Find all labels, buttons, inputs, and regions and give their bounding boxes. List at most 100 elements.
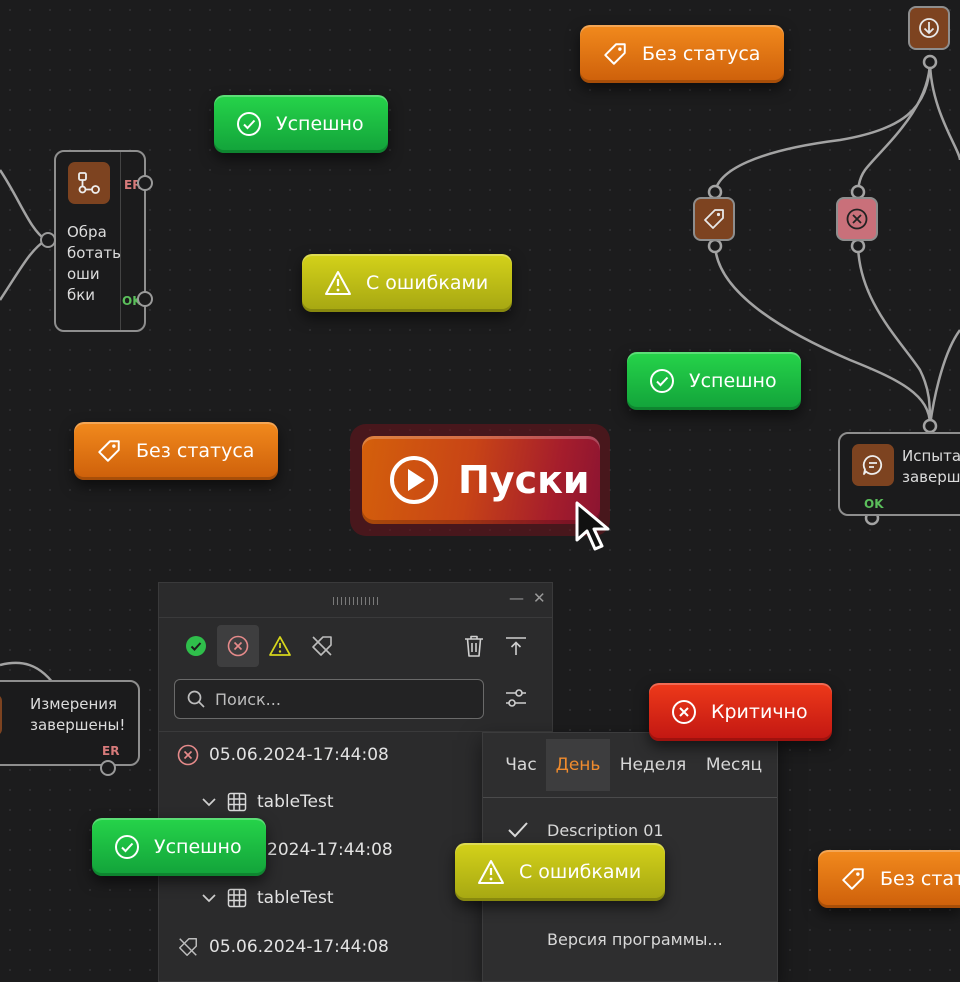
warning-icon [269,636,291,656]
log-row-label: tableTest [257,792,334,812]
no-status-tag-icon [312,636,332,656]
table-icon [227,792,247,812]
error-node[interactable] [836,197,878,241]
panel-divider [159,731,552,732]
log-row-label: 05.06.2024-17:44:08 [209,745,389,765]
chevron-down-icon[interactable] [201,796,217,808]
log-row-label: tableTest [257,888,334,908]
tab-day[interactable]: День [546,739,610,791]
critical-badge[interactable]: Критично [649,683,832,741]
run-button-label: Пуски [458,458,590,502]
filter-no-status-button[interactable] [301,625,343,667]
align-top-icon [506,637,526,655]
delete-button[interactable] [453,625,495,667]
node-test-completed[interactable]: Испытан завершен OK [838,432,960,516]
success-badge[interactable]: Успешно [92,818,266,876]
badge-label: Успешно [276,113,364,135]
er-output-port[interactable] [100,760,116,776]
input-port[interactable] [40,232,56,248]
search-field[interactable] [174,679,484,719]
mouse-cursor-icon [575,501,610,551]
tag-icon [704,209,724,229]
run-button[interactable]: Пуски [362,436,600,524]
close-circle-icon [846,208,868,230]
tag-node[interactable] [693,197,735,241]
error-circle-icon [227,635,249,657]
no-status-tag-icon [179,938,197,956]
no-status-badge[interactable]: Без статуса [74,422,279,480]
check-circle-icon [650,369,674,393]
log-row[interactable]: tableTest [201,792,334,812]
error-circle-icon [177,744,199,766]
filter-error-button[interactable] [217,625,259,667]
badge-label: Успешно [689,370,777,392]
badge-label: С ошибками [519,861,642,883]
success-badge[interactable]: Успешно [214,95,388,153]
search-icon [187,690,205,708]
dropdown-item[interactable]: Версия программы... [547,930,723,949]
log-row-label: 05.06.2024-17:44:08 [209,937,389,957]
no-status-badge[interactable]: Без статуса [818,850,960,908]
chevron-down-icon[interactable] [201,892,217,904]
badge-label: С ошибками [366,272,489,294]
time-range-tabs: Час День Неделя Месяц [483,733,777,798]
table-icon [227,888,247,908]
tag-icon [842,868,864,890]
filter-warning-button[interactable] [259,625,301,667]
log-row[interactable]: 05.06.2024-17:44:08 [177,936,389,958]
check-circle-icon [115,835,139,859]
scroll-top-button[interactable] [495,625,537,667]
node-label: Измерения завершены! [30,695,126,734]
er-port-label: ER [102,744,120,758]
sliders-icon [506,689,526,707]
badge-label: Без статуса [642,43,761,65]
workflow-icon [78,172,100,194]
panel-titlebar: — ✕ [159,583,552,618]
filter-settings-button[interactable] [495,677,537,719]
success-badge[interactable]: Успешно [627,352,801,410]
tab-month[interactable]: Месяц [705,755,763,775]
tab-hour[interactable]: Час [505,755,537,775]
badge-label: Без статуса [136,440,255,462]
ok-output-port[interactable] [137,291,153,307]
success-circle-icon [186,636,206,656]
er-output-port[interactable] [137,175,153,191]
ok-port-label: OK [864,497,884,511]
node-handle-errors[interactable]: Обра ботать оши бки ER OK [54,150,146,332]
log-row[interactable]: tableTest [201,888,334,908]
ok-port-label: OK [122,294,142,308]
node-wires [0,54,960,691]
warning-icon [478,860,504,884]
search-input[interactable] [215,689,465,709]
with-errors-badge[interactable]: С ошибками [302,254,513,312]
tag-icon [604,43,626,65]
warning-icon [325,271,351,295]
log-row[interactable]: 05.06.2024-17:44:08 [177,744,389,766]
check-circle-icon [237,112,261,136]
badge-label: Без статуса [880,868,960,890]
dropdown-item[interactable]: Description 01 [547,821,664,840]
node-tile [852,444,894,486]
trash-icon [465,635,483,657]
log-row-label: 2024-17:44:08 [267,840,393,860]
node-tile [0,694,2,736]
drag-handle[interactable] [333,597,379,605]
close-icon[interactable]: ✕ [533,589,546,607]
with-errors-badge[interactable]: С ошибками [455,843,666,901]
chat-bubble-icon [862,455,883,475]
log-row[interactable]: 2024-17:44:08 [267,840,393,860]
badge-label: Критично [711,701,808,723]
node-label: Испытан завершен [902,447,960,486]
node-label: Обра ботать оши бки [67,223,121,304]
download-node[interactable] [908,6,950,50]
no-status-badge[interactable]: Без статуса [580,25,785,83]
minimize-icon[interactable]: — [509,589,524,607]
badge-label: Успешно [154,836,242,858]
node-measurements[interactable]: Измерения завершены! ER [0,680,140,766]
play-circle-icon [390,456,438,504]
close-circle-icon [672,700,696,724]
tab-week[interactable]: Неделя [619,755,687,775]
arrow-down-icon [919,18,939,38]
filter-success-button[interactable] [175,625,217,667]
tag-icon [98,440,120,462]
